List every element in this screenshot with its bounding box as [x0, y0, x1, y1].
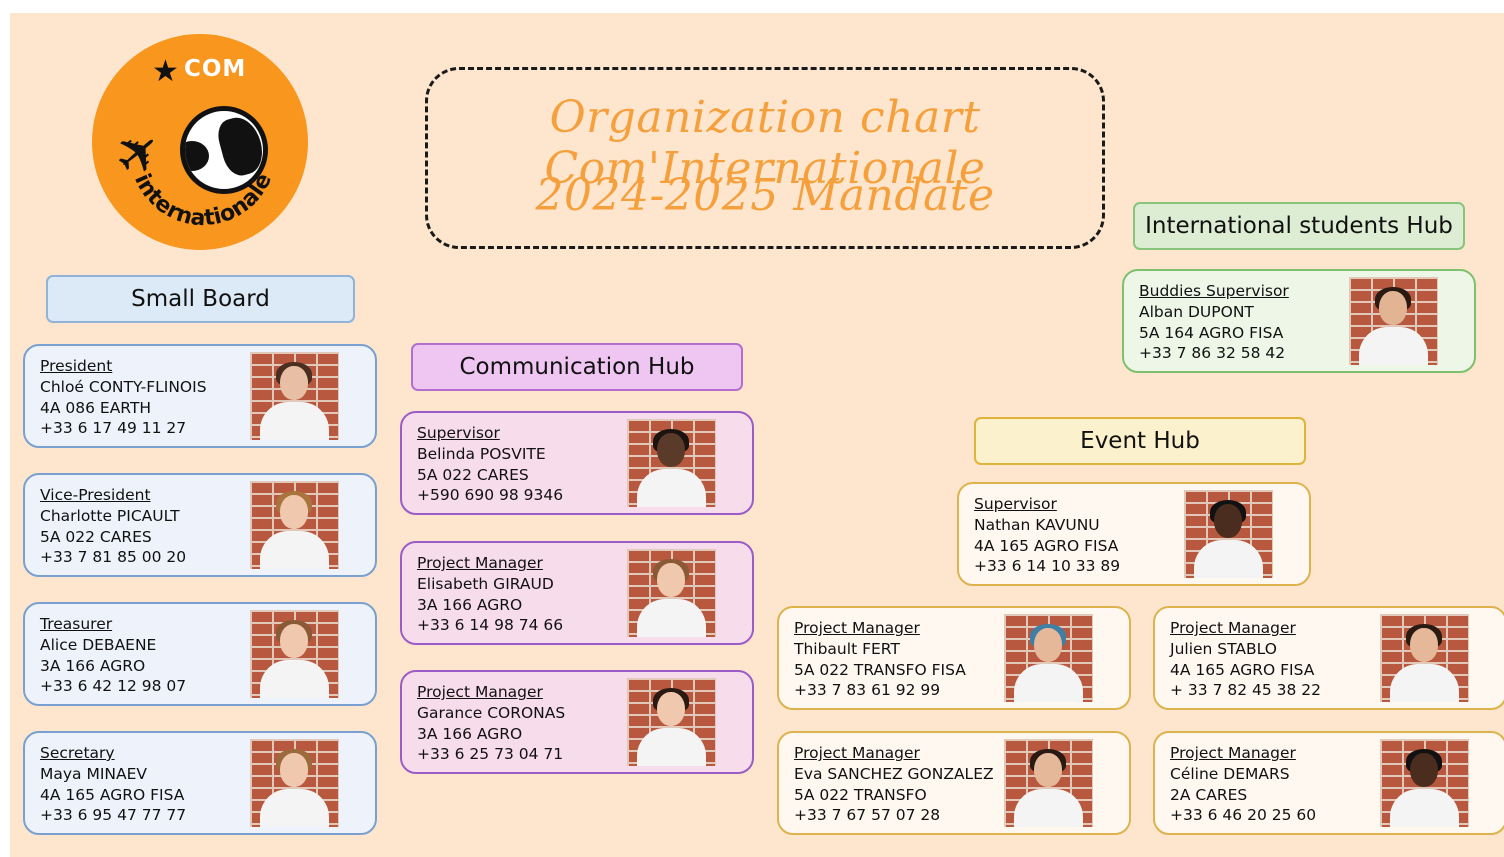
member-promo: 5A 164 AGRO FISA [1139, 323, 1284, 342]
member-role: Supervisor [417, 424, 500, 442]
member-photo [627, 678, 716, 766]
member-promo: 5A 022 CARES [40, 527, 152, 546]
member-promo: 4A 086 EARTH [40, 398, 152, 417]
member-card-event-project-manager-4: Project Manager Céline DEMARS 2A CARES +… [1153, 731, 1504, 835]
member-name: Chloé CONTY-FLINOIS [40, 377, 207, 396]
member-card-comm-supervisor: Supervisor Belinda POSVITE 5A 022 CARES … [400, 411, 754, 515]
member-phone: +33 6 95 47 77 77 [40, 806, 187, 825]
svg-text:internationale: internationale [129, 169, 277, 231]
hub-international-students: International students Hub [1133, 202, 1465, 250]
member-photo [250, 610, 339, 698]
member-card-vice-president: Vice-President Charlotte PICAULT 5A 022 … [23, 473, 377, 577]
member-card-secretary: Secretary Maya MINAEV 4A 165 AGRO FISA +… [23, 731, 377, 835]
member-name: Garance CORONAS [417, 703, 566, 722]
member-card-president: President Chloé CONTY-FLINOIS 4A 086 EAR… [23, 344, 377, 448]
member-phone: +33 6 42 12 98 07 [40, 677, 187, 696]
member-role: Project Manager [794, 744, 920, 762]
member-promo: 3A 166 AGRO [40, 656, 146, 675]
member-phone: +33 7 81 85 00 20 [40, 548, 187, 567]
member-name: Elisabeth GIRAUD [417, 574, 554, 593]
member-promo: 2A CARES [1170, 785, 1248, 804]
member-phone: +33 6 46 20 25 60 [1170, 806, 1317, 825]
member-card-comm-project-manager-1: Project Manager Elisabeth GIRAUD 3A 166 … [400, 541, 754, 645]
member-role: President [40, 357, 113, 375]
logo-bottom-text-arc: internationale [129, 169, 277, 231]
member-phone: +33 6 25 73 04 71 [417, 745, 564, 764]
chart-subtitle: 2024-2025 Mandate [535, 170, 995, 221]
member-role: Project Manager [417, 683, 543, 701]
member-card-event-project-manager-3: Project Manager Eva SANCHEZ GONZALEZ 5A … [777, 731, 1131, 835]
member-photo [627, 549, 716, 637]
member-promo: 4A 165 AGRO FISA [40, 785, 185, 804]
member-card-event-project-manager-2: Project Manager Julien STABLO 4A 165 AGR… [1153, 606, 1504, 710]
member-phone: +590 690 98 9346 [417, 486, 564, 505]
member-name: Nathan KAVUNU [974, 515, 1100, 534]
member-phone: +33 7 86 32 58 42 [1139, 344, 1286, 363]
member-photo [1004, 739, 1093, 827]
member-role: Project Manager [417, 554, 543, 572]
member-name: Maya MINAEV [40, 764, 148, 783]
member-photo [250, 352, 339, 440]
hub-communication: Communication Hub [411, 343, 743, 391]
member-phone: +33 6 14 10 33 89 [974, 557, 1121, 576]
member-card-treasurer: Treasurer Alice DEBAENE 3A 166 AGRO +33 … [23, 602, 377, 706]
member-role: Vice-President [40, 486, 151, 504]
member-name: Céline DEMARS [1170, 764, 1290, 783]
member-phone: +33 6 17 49 11 27 [40, 419, 187, 438]
member-card-event-supervisor: Supervisor Nathan KAVUNU 4A 165 AGRO FIS… [957, 482, 1311, 586]
member-role: Treasurer [40, 615, 113, 633]
member-role: Secretary [40, 744, 115, 762]
globe-icon [180, 106, 268, 194]
hub-event: Event Hub [974, 417, 1306, 465]
member-name: Alban DUPONT [1139, 302, 1254, 321]
member-phone: +33 7 67 57 07 28 [794, 806, 941, 825]
logo-bottom-text: internationale [129, 169, 277, 231]
member-role: Buddies Supervisor [1139, 282, 1289, 300]
member-photo [1004, 614, 1093, 702]
member-card-comm-project-manager-2: Project Manager Garance CORONAS 3A 166 A… [400, 670, 754, 774]
member-role: Project Manager [794, 619, 920, 637]
member-name: Thibault FERT [794, 639, 900, 658]
member-photo [1380, 739, 1469, 827]
chart-title: Organization chart Com'Internationale [544, 92, 986, 194]
member-name: Belinda POSVITE [417, 444, 546, 463]
member-promo: 5A 022 TRANSFO [794, 785, 927, 804]
member-promo: 3A 166 AGRO [417, 595, 523, 614]
member-photo [250, 739, 339, 827]
member-photo [1349, 277, 1438, 365]
member-name: Julien STABLO [1170, 639, 1277, 658]
hub-small-board: Small Board [46, 275, 355, 323]
member-photo [1184, 490, 1273, 578]
member-phone: + 33 7 82 45 38 22 [1170, 681, 1322, 700]
member-phone: +33 6 14 98 74 66 [417, 616, 564, 635]
com-internationale-logo: ★ COM ✈ internationale [92, 34, 308, 250]
member-promo: 4A 165 AGRO FISA [974, 536, 1119, 555]
member-promo: 5A 022 CARES [417, 465, 529, 484]
member-phone: +33 7 83 61 92 99 [794, 681, 941, 700]
member-role: Supervisor [974, 495, 1057, 513]
member-role: Project Manager [1170, 744, 1296, 762]
member-role: Project Manager [1170, 619, 1296, 637]
member-card-buddies-supervisor: Buddies Supervisor Alban DUPONT 5A 164 A… [1122, 269, 1476, 373]
member-photo [1380, 614, 1469, 702]
member-name: Charlotte PICAULT [40, 506, 180, 525]
member-promo: 5A 022 TRANSFO FISA [794, 660, 966, 679]
member-name: Eva SANCHEZ GONZALEZ [794, 764, 994, 783]
member-card-event-project-manager-1: Project Manager Thibault FERT 5A 022 TRA… [777, 606, 1131, 710]
member-photo [250, 481, 339, 569]
logo-top-text: COM [184, 56, 247, 82]
member-photo [627, 419, 716, 507]
star-icon: ★ [152, 54, 179, 89]
title-box: Organization chart Com'Internationale 20… [425, 67, 1105, 249]
member-promo: 3A 166 AGRO [417, 724, 523, 743]
member-name: Alice DEBAENE [40, 635, 157, 654]
member-promo: 4A 165 AGRO FISA [1170, 660, 1315, 679]
